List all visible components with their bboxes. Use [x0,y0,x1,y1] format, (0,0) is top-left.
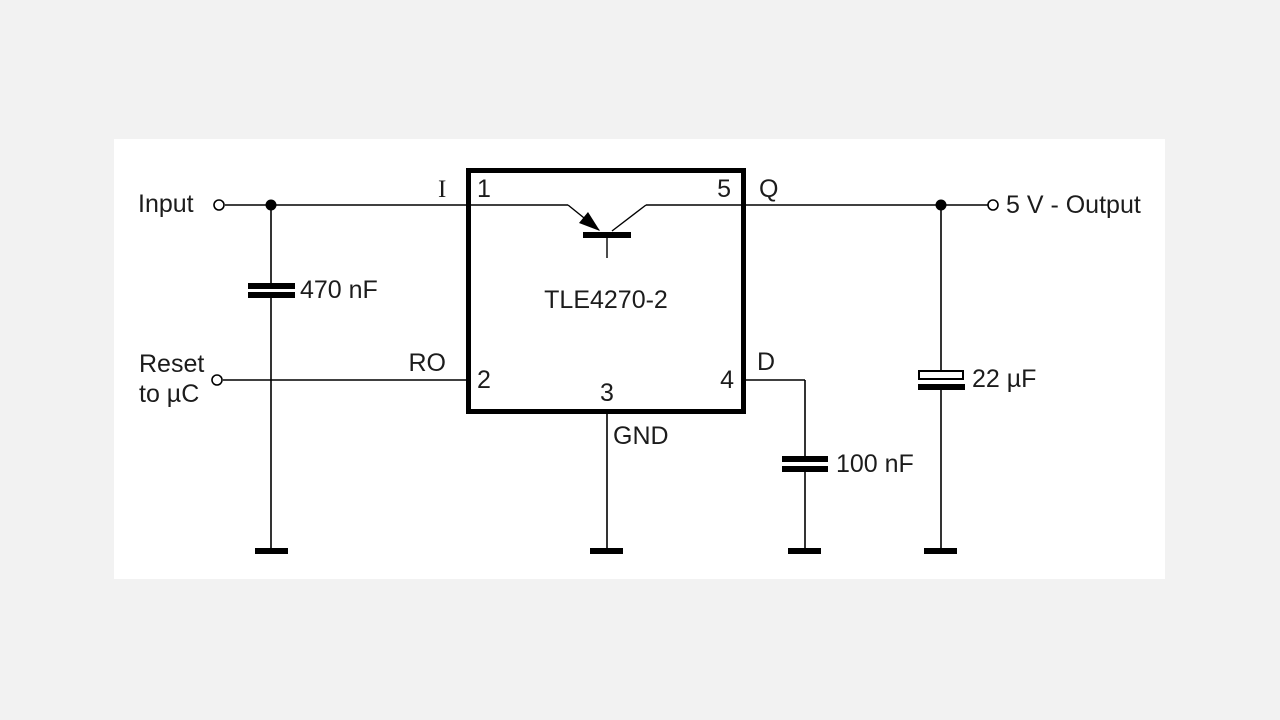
input-capacitor-value: 470 nF [300,276,378,304]
input-terminal-icon [213,199,225,211]
output-terminal-icon [987,199,999,211]
output-capacitor [918,205,965,548]
pass-transistor-icon [468,204,744,258]
pin-label-d: D [757,348,776,376]
reset-terminal-icon [211,374,223,386]
output-capacitor-value: 22 µF [972,365,1037,393]
ic-body [466,168,746,414]
junction-dots [265,199,947,211]
output-label: 5 V - Output [1006,191,1141,219]
ground-symbols [255,548,957,554]
delay-capacitor [746,379,828,548]
input-label: Input [138,190,194,218]
ic-name: TLE4270-2 [544,286,668,314]
pin-number-1: 1 [477,175,491,203]
reset-label-line1: Reset [139,350,205,378]
pin-label-gnd: GND [613,422,669,450]
pin-number-3: 3 [600,379,614,407]
terminal-circles [211,199,999,386]
input-capacitor [248,205,295,548]
pin-label-i: I [438,176,447,203]
pin-label-ro: RO [408,349,447,377]
pin-number-5: 5 [717,175,731,203]
reset-label-line2: to µC [139,380,200,408]
pin-label-q: Q [759,175,779,203]
delay-capacitor-value: 100 nF [836,450,914,478]
pin-number-4: 4 [720,366,734,394]
pin-number-2: 2 [477,366,491,394]
